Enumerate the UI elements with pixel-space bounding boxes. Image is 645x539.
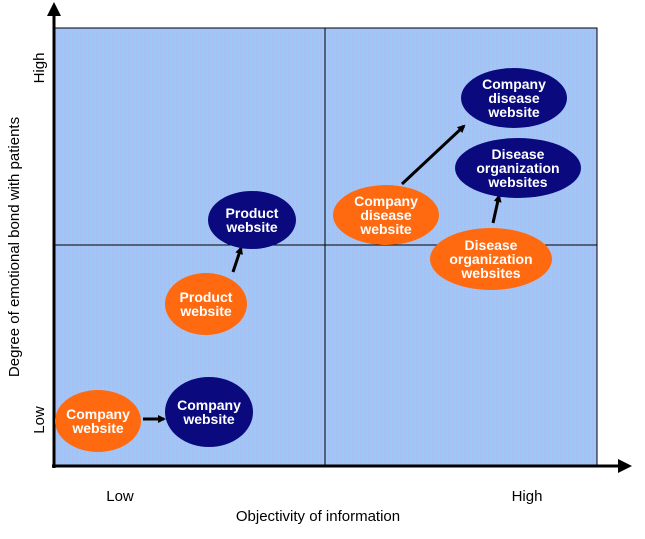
node-label-line: Company — [354, 193, 418, 209]
node-ellipse — [333, 185, 439, 245]
node-label-line: website — [182, 411, 235, 427]
transition-arrow — [400, 124, 466, 186]
node-label-line: disease — [360, 207, 412, 223]
node-ellipse — [208, 191, 296, 249]
node-ellipse — [165, 273, 247, 335]
node-label-line: website — [487, 104, 540, 120]
node-label-line: websites — [487, 174, 547, 190]
node-label-line: organization — [476, 160, 559, 176]
x-axis-label: Objectivity of information — [236, 508, 400, 525]
node-label-line: Disease — [465, 237, 518, 253]
node-label-line: website — [179, 303, 232, 319]
y-axis-arrowhead — [47, 2, 61, 16]
y-axis-label: Degree of emotional bond with patients — [6, 117, 23, 377]
x-axis-high: High — [512, 488, 543, 505]
node-ellipse — [165, 377, 253, 447]
node-label-line: websites — [460, 265, 520, 281]
node-ellipse — [55, 390, 141, 452]
node-label-line: disease — [488, 90, 540, 106]
node-ellipse — [430, 228, 552, 290]
node-label-line: Company — [482, 76, 546, 92]
node-ellipse — [455, 138, 581, 198]
node-label-line: website — [71, 420, 124, 436]
node-label-line: organization — [449, 251, 532, 267]
y-axis-low: Low — [31, 406, 48, 434]
transition-arrow — [231, 246, 243, 273]
node-label-line: Product — [180, 289, 233, 305]
node-label-line: website — [359, 221, 412, 237]
node-label-line: Disease — [492, 146, 545, 162]
node-label-line: Product — [226, 205, 279, 221]
x-axis-low: Low — [106, 488, 134, 505]
node-label-line: website — [225, 219, 278, 235]
node-ellipse — [461, 68, 567, 128]
y-axis-high: High — [31, 53, 48, 84]
x-axis-arrowhead — [618, 459, 632, 473]
node-label-line: Company — [66, 406, 130, 422]
transition-arrow — [491, 194, 502, 224]
node-label-line: Company — [177, 397, 241, 413]
